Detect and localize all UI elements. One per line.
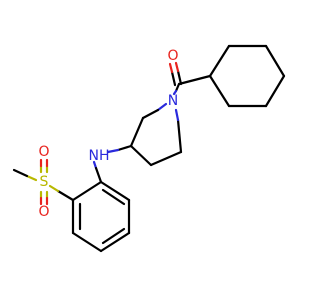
atom-amine: NH — [89, 148, 110, 164]
bond-ch2c-n-blue — [174, 108, 180, 122]
bond-benz-3-inner — [101, 227, 126, 245]
methylsulfonyl-group — [12, 158, 75, 206]
bond-ch-nh-blue — [106, 148, 120, 154]
bond-s-methyl-yellow — [25, 174, 38, 182]
bond-cyhex-1 — [208, 44, 231, 78]
bond-cyhex-carbonyl — [177, 74, 212, 86]
bond-s-methyl — [12, 168, 29, 178]
bond-n-ch2a — [141, 108, 160, 120]
cyclohexane-ring — [208, 44, 286, 108]
molecule-structure: O N NH S O O — [12, 44, 286, 253]
bond-aryl-s-yellow — [48, 184, 60, 193]
bond-ch2c-n — [176, 118, 183, 154]
bond-aryl-s — [56, 189, 75, 202]
pyrrolidine-ring — [129, 102, 183, 167]
bond-carbonyl-n — [174, 82, 181, 93]
carbonyl-group — [168, 61, 212, 96]
atom-ring-nitrogen: N — [168, 93, 178, 109]
bond-nh-aryl — [94, 166, 103, 184]
bond-cyhex-6 — [208, 74, 231, 108]
bond-carbonyl-o-b-red — [168, 62, 174, 74]
atom-sulfonyl-oxygen-top: O — [38, 144, 49, 160]
benzene-ring — [71, 180, 131, 253]
atom-carbonyl-oxygen: O — [167, 48, 178, 64]
bond-carbonyl-o-a — [176, 69, 183, 86]
bond-carbonyl-o-b — [170, 70, 177, 87]
atom-sulfonyl-oxygen-bottom: O — [38, 204, 49, 220]
bond-carbonyl-n-blue — [172, 89, 178, 96]
bond-ch2b-ch2c — [149, 150, 183, 167]
atom-sulfur: S — [40, 174, 49, 190]
amine-linker — [92, 144, 133, 184]
bond-carbonyl-o-a-red — [174, 61, 180, 73]
bond-cyhex-4 — [264, 74, 286, 108]
bond-ch-nh — [116, 144, 133, 152]
bond-benz-1-inner — [101, 188, 126, 206]
bond-benz-4 — [71, 231, 103, 253]
bond-cyhex-3 — [264, 44, 286, 78]
bond-ch-ch2b — [129, 144, 153, 167]
bond-ch2a-ch — [129, 116, 145, 148]
bond-benz-1 — [99, 180, 131, 202]
bond-benz-6 — [71, 180, 103, 202]
bond-n-ch2a-blue — [156, 102, 168, 112]
bond-benz-3 — [99, 231, 131, 253]
atom-labels: O N NH S O O — [38, 48, 178, 220]
